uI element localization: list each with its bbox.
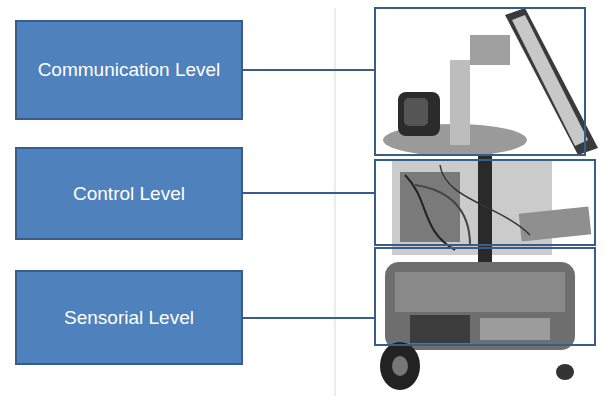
leader-line	[243, 69, 375, 71]
level-frame	[375, 160, 595, 245]
level-box: Sensorial Level	[15, 270, 243, 365]
robot-figure	[380, 8, 598, 390]
level-label: Sensorial Level	[54, 299, 204, 337]
level-box: Communication Level	[15, 20, 243, 120]
image-border	[335, 8, 336, 396]
leader-line	[243, 317, 375, 319]
level-frame	[375, 248, 595, 345]
leader-line	[243, 192, 375, 194]
level-box: Control Level	[15, 147, 243, 240]
level-frame	[375, 8, 585, 155]
level-label: Communication Level	[28, 51, 231, 89]
level-label: Control Level	[63, 175, 195, 213]
